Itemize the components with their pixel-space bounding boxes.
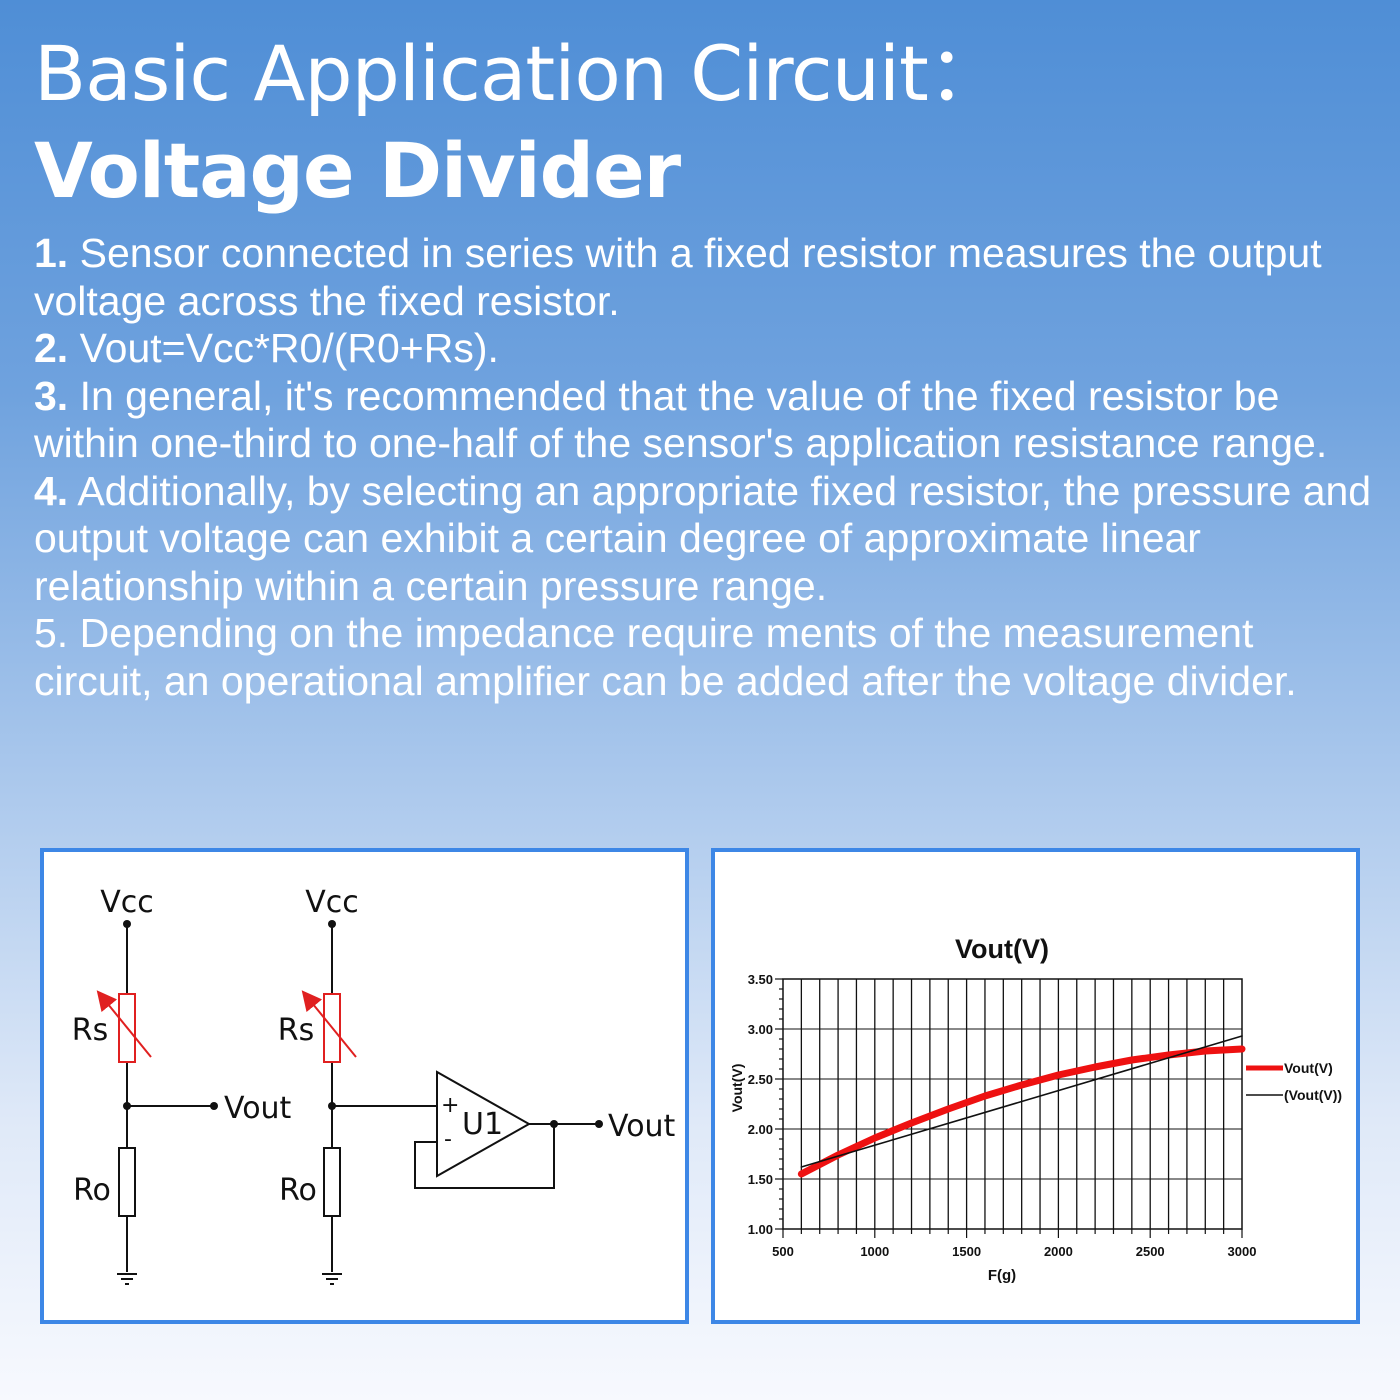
rs-label: Rs bbox=[72, 1013, 108, 1048]
vcc-label: Vcc bbox=[100, 885, 154, 920]
point-text: 5. Depending on the impedance require me… bbox=[34, 610, 1297, 704]
point-4: 4. Additionally, by selecting an appropr… bbox=[34, 468, 1374, 611]
series-line bbox=[797, 1045, 1246, 1178]
series-line bbox=[800, 1035, 1243, 1168]
page-title: Basic Application Circuit： bbox=[34, 29, 1004, 118]
ro-label: Ro bbox=[73, 1173, 111, 1208]
x-tick-label: 1000 bbox=[860, 1244, 889, 1259]
legend-label: Vout(V) bbox=[1284, 1060, 1333, 1076]
description-list: 1. Sensor connected in series with a fix… bbox=[34, 230, 1374, 705]
x-axis-label: F(g) bbox=[988, 1267, 1016, 1284]
circuit-panel: Vcc Rs Ro Vout Vcc Rs Ro + - bbox=[40, 848, 689, 1324]
opamp-minus-sign: - bbox=[444, 1127, 452, 1152]
variable-resistor bbox=[96, 990, 152, 1063]
point-2: 2. Vout=Vcc*R0/(R0+Rs). bbox=[34, 325, 1374, 373]
chart-title: Vout(V) bbox=[955, 934, 1049, 964]
feedback-wire bbox=[414, 1124, 555, 1189]
point-3: 3. In general, it's recommended that the… bbox=[34, 373, 1374, 468]
point-number: 4. bbox=[34, 467, 69, 514]
opamp-plus-sign: + bbox=[441, 1093, 459, 1118]
output-terminal bbox=[210, 1102, 218, 1110]
x-tick-label: 2000 bbox=[1044, 1244, 1073, 1259]
y-tick-label: 2.00 bbox=[748, 1122, 773, 1137]
chart-series bbox=[797, 1035, 1246, 1178]
page-subtitle: Voltage Divider bbox=[34, 126, 681, 215]
plot-frame bbox=[782, 978, 1243, 1230]
point-text: In general, it's recommended that the va… bbox=[34, 372, 1328, 467]
x-tick-label: 3000 bbox=[1228, 1244, 1257, 1259]
ro-label: Ro bbox=[279, 1173, 317, 1208]
circuit-diagram: Vcc Rs Ro Vout Vcc Rs Ro + - bbox=[72, 885, 676, 1285]
point-text: Additionally, by selecting an appropriat… bbox=[34, 467, 1372, 609]
x-tick-label: 2500 bbox=[1136, 1244, 1165, 1259]
output-terminal bbox=[595, 1120, 603, 1128]
point-1: 1. Sensor connected in series with a fix… bbox=[34, 230, 1374, 325]
chart-panel: 500 1000 1500 2000 2500 3000 1.00 1.50 2.00 2.50… bbox=[711, 848, 1360, 1324]
node-dot bbox=[550, 1120, 558, 1128]
y-tick-label: 2.50 bbox=[748, 1072, 773, 1087]
point-text: Vout=Vcc*R0/(R0+Rs). bbox=[68, 325, 499, 371]
point-text: Sensor connected in series with a fixed … bbox=[34, 230, 1322, 324]
node-dot bbox=[328, 1102, 336, 1110]
point-number: 2. bbox=[34, 325, 69, 371]
vout-label: Vout bbox=[224, 1091, 292, 1126]
opamp-triangle bbox=[436, 1070, 532, 1178]
point-number: 1. bbox=[34, 230, 69, 276]
fixed-resistor bbox=[323, 1147, 341, 1217]
node-dot bbox=[123, 920, 131, 928]
point-number: 3. bbox=[34, 372, 69, 419]
y-tick-label: 1.00 bbox=[748, 1222, 773, 1237]
y-axis-label: Vout(V) bbox=[729, 1064, 745, 1113]
y-tick-label: 3.50 bbox=[748, 972, 773, 987]
variable-resistor bbox=[301, 990, 357, 1063]
y-axis: 1.00 1.50 2.00 2.50 3.00 3.50 bbox=[748, 972, 783, 1237]
vcc-label: Vcc bbox=[305, 885, 359, 920]
node-dot bbox=[328, 920, 336, 928]
y-tick-label: 1.50 bbox=[748, 1172, 773, 1187]
fixed-resistor bbox=[118, 1147, 136, 1217]
vout-chart: 500 1000 1500 2000 2500 3000 1.00 1.50 2.00 2.50… bbox=[729, 934, 1342, 1284]
point-5: 5. Depending on the impedance require me… bbox=[34, 610, 1374, 705]
x-axis: 500 1000 1500 2000 2500 3000 bbox=[772, 1229, 1256, 1259]
buffered-divider-circuit bbox=[322, 924, 599, 1285]
x-tick-label: 500 bbox=[772, 1244, 794, 1259]
vout-label: Vout bbox=[608, 1109, 676, 1144]
x-tick-label: 1500 bbox=[952, 1244, 981, 1259]
rs-label: Rs bbox=[278, 1013, 314, 1048]
legend-label: (Vout(V)) bbox=[1284, 1087, 1342, 1103]
chart-legend: Vout(V) (Vout(V)) bbox=[1246, 1060, 1342, 1103]
opamp-label: U1 bbox=[462, 1107, 503, 1142]
node-dot bbox=[123, 1102, 131, 1110]
y-tick-label: 3.00 bbox=[748, 1022, 773, 1037]
divider-circuit bbox=[117, 924, 214, 1285]
chart-grid bbox=[783, 978, 1242, 1230]
